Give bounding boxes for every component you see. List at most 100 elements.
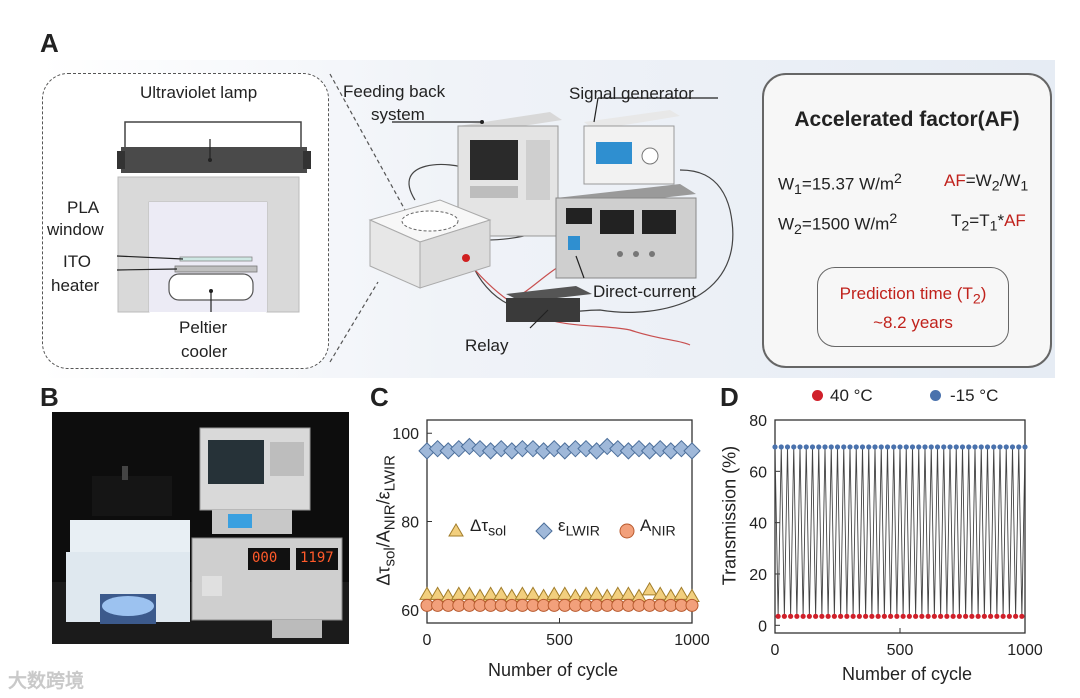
d-low-point-25	[931, 613, 937, 619]
w2-sub: 2	[794, 222, 802, 239]
prediction-time-label: Prediction time (T2)	[818, 284, 1008, 307]
d-low-point-23	[919, 613, 925, 619]
label-peltier-1: Peltier	[179, 318, 228, 337]
prediction-value: ~8.2 years	[873, 313, 953, 333]
d-high-point-11	[841, 444, 847, 450]
d-low-point-16	[875, 613, 881, 619]
d-ytick-label-0: 0	[758, 618, 767, 635]
t2-eq-sub1: 1	[989, 218, 998, 235]
label-pla-window-2: window	[47, 220, 104, 239]
c-series1-point-21	[641, 581, 658, 596]
c-legend-marker-2	[535, 522, 553, 540]
d-ytick-label-1: 20	[749, 567, 767, 584]
af-eq-rest: =W	[965, 171, 992, 190]
d-high-point-30	[959, 444, 966, 450]
label-signal-generator: Signal generator	[569, 84, 694, 103]
d-high-point-27	[941, 444, 947, 450]
d-high-point-21	[903, 444, 909, 450]
d-high-point-20	[897, 444, 903, 450]
d-low-point-6	[813, 613, 819, 619]
d-high-point-32	[972, 444, 978, 450]
c-xtick-label-2: 1000	[674, 632, 710, 649]
c-series2-point-25	[685, 598, 699, 612]
d-low-point-37	[1006, 613, 1012, 619]
t2-eq-sub2: 2	[961, 218, 970, 235]
d-high-point-16	[872, 444, 878, 450]
label-feeding-back-1: Feeding back	[343, 82, 446, 101]
d-high-point-1	[778, 444, 784, 450]
accelerated-factor-box: Accelerated factor(AF) W1=15.37 W/m2 AF=…	[762, 73, 1052, 368]
c-legend-3-symbol: A	[640, 516, 652, 535]
c-ylabel-part0: Δτ	[373, 566, 394, 586]
d-low-point-39	[1019, 613, 1025, 619]
d-ytick-label-4: 80	[749, 413, 767, 430]
d-low-point-15	[869, 613, 875, 619]
c-legend-1-symbol: Δτ	[470, 516, 489, 535]
d-ytick-label-2: 40	[749, 516, 767, 533]
watermark: 大数跨境	[8, 671, 85, 692]
d-high-point-26	[934, 444, 941, 450]
d-high-point-13	[853, 444, 859, 450]
d-high-point-36	[997, 444, 1003, 450]
d-xtick-label-1: 500	[887, 642, 914, 659]
d-high-point-31	[966, 444, 972, 450]
label-relay: Relay	[465, 336, 509, 355]
d-high-point-3	[791, 444, 797, 450]
d-legend-item-2: -15 °C	[950, 386, 999, 405]
prediction-box: Prediction time (T2) ~8.2 years	[817, 267, 1009, 347]
label-feeding-back-2: system	[371, 105, 425, 124]
c-ytick-label-2: 100	[392, 426, 419, 443]
w1-value: =15.37 W/m	[801, 174, 895, 194]
d-high-point-39	[1016, 444, 1022, 450]
d-low-point-29	[956, 613, 962, 619]
t2-eq-mid: =T	[969, 211, 990, 230]
af-w2: W2=1500 W/m2	[778, 211, 897, 238]
d-high-point-40	[1022, 444, 1028, 450]
d-xtick-label-2: 1000	[1007, 642, 1043, 659]
d-low-point-1	[781, 613, 787, 619]
c-legend-marker-1	[448, 523, 464, 537]
d-low-point-19	[894, 613, 900, 619]
d-low-point-35	[994, 613, 1000, 619]
d-high-point-19	[891, 444, 897, 450]
d-high-point-8	[822, 444, 828, 450]
panel-letter-c: C	[370, 382, 389, 412]
c-ytick-label-1: 80	[401, 515, 419, 532]
d-high-point-22	[909, 444, 916, 450]
d-high-point-5	[803, 444, 809, 450]
d-high-point-23	[916, 444, 922, 450]
d-high-point-18	[884, 444, 891, 450]
af-w1: W1=15.37 W/m2	[778, 171, 902, 198]
setup-schematic-drawing	[116, 121, 311, 313]
panel-letter-b: B	[40, 382, 59, 412]
c-ylabel-part2: /A	[373, 530, 394, 548]
c-ylabel-part4: /ε	[373, 491, 394, 505]
d-low-point-3	[794, 613, 800, 619]
d-low-point-24	[925, 613, 931, 619]
c-ylabel-part5: LWIR	[381, 455, 399, 492]
w1-symbol: W	[778, 174, 795, 194]
d-high-point-2	[784, 444, 791, 450]
d-low-point-13	[856, 613, 862, 619]
w2-sup: 2	[889, 211, 898, 227]
d-legend-marker-2	[930, 390, 941, 401]
c-legend-3-sub: NIR	[651, 523, 676, 540]
af-eq-sub2: 2	[991, 178, 1000, 195]
af-equation: AF=W2/W1	[944, 171, 1028, 194]
c-series0-point-25	[683, 442, 701, 460]
chart-c-xlabel: Number of cycle	[488, 660, 619, 680]
af-eq-af: AF	[944, 171, 966, 190]
t2-equation: T2=T1*AF	[951, 211, 1026, 234]
d-low-point-30	[963, 613, 969, 619]
d-high-point-15	[866, 444, 872, 450]
display-left-readout: 000	[252, 550, 278, 566]
d-low-point-17	[881, 613, 887, 619]
d-low-point-4	[800, 613, 806, 619]
display-right-readout: 1197	[300, 550, 334, 566]
d-high-point-4	[797, 444, 803, 450]
setup-schematic-box: Ultraviolet lamp PLA window ITO heater P…	[42, 73, 329, 369]
d-high-point-10	[834, 444, 841, 450]
af-title: Accelerated factor(AF)	[794, 108, 1020, 131]
d-low-point-10	[838, 613, 844, 619]
